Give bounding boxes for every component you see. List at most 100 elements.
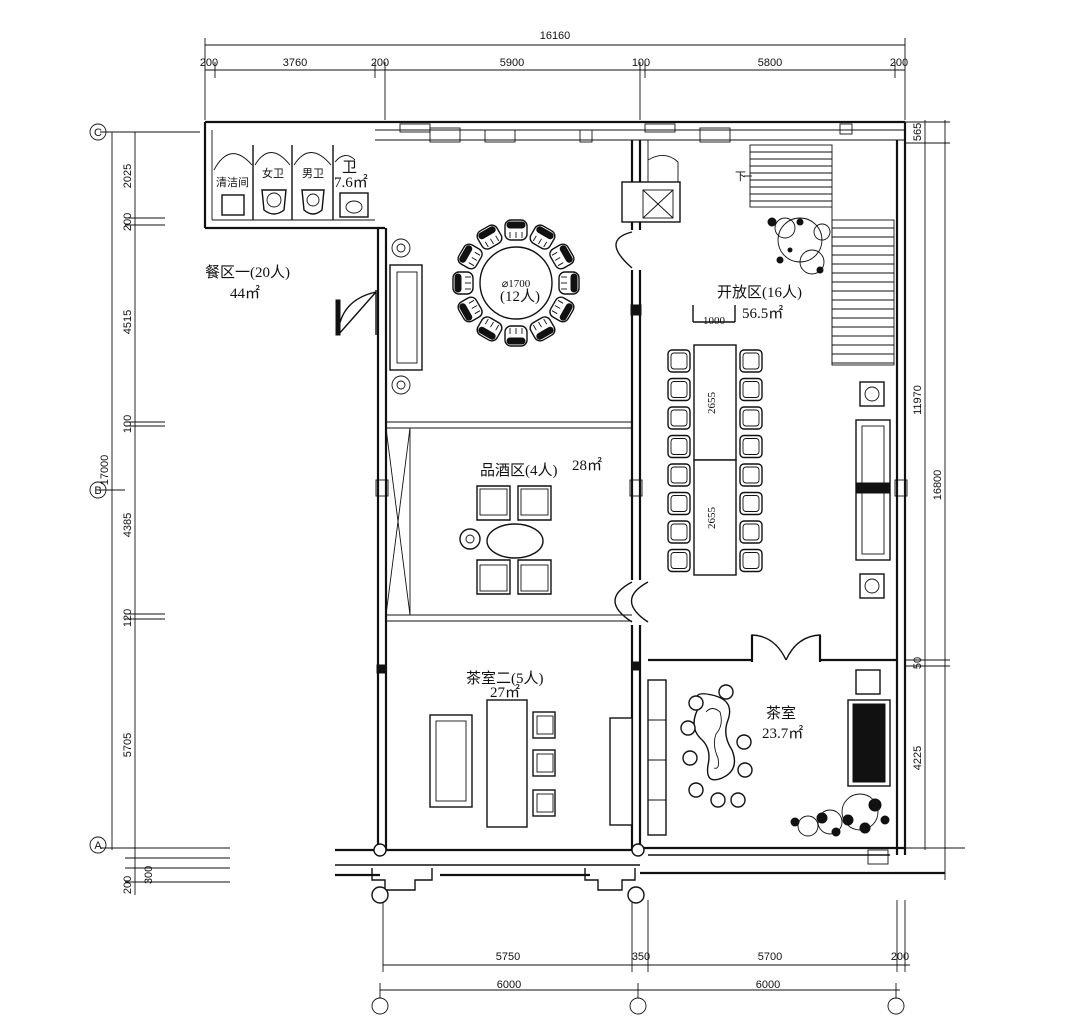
dim-right-overall: 16800 <box>932 470 944 501</box>
dim-bottom-seg-1: 5750 <box>496 951 520 963</box>
wine-chair-4 <box>517 559 552 595</box>
dim-top-seg-1: 200 <box>200 57 218 69</box>
axis-label-b: B <box>94 485 101 497</box>
wine-area-size: 28㎡ <box>572 457 602 474</box>
table-length-1: 2655 <box>706 392 718 415</box>
dim-left-overall: 17000 <box>99 455 111 486</box>
round-table-chair <box>504 325 528 347</box>
dim-bottom-seg-2: 350 <box>632 951 650 963</box>
tea-rock-table <box>693 693 736 781</box>
round-table-chair <box>558 271 580 295</box>
dim-top-seg-5: 100 <box>632 57 650 69</box>
dim-left-seg-6: 120 <box>122 609 134 627</box>
dim-bottom-seg-4: 200 <box>891 951 909 963</box>
mop-sink <box>221 194 245 216</box>
long-table-chair <box>667 377 691 402</box>
round-table-chair <box>452 271 474 295</box>
tea2-sofa <box>429 714 473 808</box>
tea-room-two: 茶室二(5人) 27㎡ <box>429 670 633 828</box>
top-windows <box>399 123 853 143</box>
staircase <box>749 144 895 366</box>
label-cleaning-room: 清洁间 <box>216 176 249 189</box>
dining1-name: 餐区一(20人) <box>205 264 290 281</box>
long-table-chair <box>739 349 763 373</box>
dim-bottom-seg-3: 5700 <box>758 951 782 963</box>
tea2-area: 27㎡ <box>490 684 520 701</box>
long-table-chair <box>667 520 691 544</box>
dining1-door <box>337 290 377 336</box>
long-table-chair <box>739 463 763 487</box>
round-table-chair <box>549 243 575 270</box>
wine-chair-1 <box>476 485 511 521</box>
dim-right-seg-2: 11970 <box>912 385 924 415</box>
round-table-chair <box>529 316 556 342</box>
dim-right-seg-3: 50 <box>912 657 924 669</box>
tea-room: 茶室 23.7㎡ <box>647 669 891 837</box>
left-dimensions: C B A 17000 2025 200 4515 100 4385 120 5… <box>89 123 230 895</box>
dim-left-seg-7: 5705 <box>122 733 134 757</box>
right-dimensions: 565 11970 50 4225 16800 <box>905 120 965 880</box>
toilet-female <box>261 189 287 215</box>
round-table-chair <box>476 316 503 342</box>
round-table-diameter: ⌀1700 <box>502 278 531 290</box>
bottom-dimensions: 5750 350 5700 200 6000 6000 <box>371 900 910 1015</box>
dim-right-seg-4: 4225 <box>912 746 924 770</box>
long-table-chair <box>667 463 691 487</box>
axis-bubble-3 <box>887 997 905 1015</box>
round-table-chair <box>504 219 528 241</box>
long-table-chair <box>739 434 763 459</box>
label-wc-area: 7.6㎡ <box>334 174 368 191</box>
open-area-door-top <box>615 231 633 269</box>
dim-top-seg-4: 5900 <box>500 57 524 69</box>
long-table-chair <box>667 406 691 430</box>
dim-left-seg-4: 100 <box>122 415 134 433</box>
long-table-chair <box>739 520 763 544</box>
long-table-2 <box>693 459 737 576</box>
open-area-door-bottom <box>614 581 633 623</box>
label-wc: 卫 <box>342 160 357 176</box>
dim-top-overall: 16160 <box>540 30 571 42</box>
dim-left-seg-3: 4515 <box>122 310 134 334</box>
entrance-details <box>371 843 889 904</box>
dining1-area: 44㎡ <box>230 285 260 302</box>
open-area: 下 开放区(16人) 56.5㎡ 1000 2655 2655 <box>614 140 895 661</box>
long-table-chair <box>667 491 691 516</box>
side-lamp-bottom <box>391 375 411 395</box>
tea2-cabinet <box>609 717 633 826</box>
tea2-chairs <box>532 711 556 817</box>
tea-side-cabinet <box>855 669 881 695</box>
round-table-chairs <box>452 219 580 347</box>
wine-chair-3 <box>476 559 511 595</box>
dim-left-seg-2: 200 <box>122 213 134 231</box>
side-lamp-top <box>391 238 411 258</box>
round-table-capacity: (12人) <box>500 288 540 305</box>
axis-bubble-a <box>89 836 107 854</box>
walls <box>203 120 945 877</box>
side-table-bottom <box>859 573 885 599</box>
dim-top-seg-2: 3760 <box>283 57 307 69</box>
round-table-chair <box>457 243 483 270</box>
long-table-chair <box>739 491 763 516</box>
dining-area-one: 餐区一(20人) 44㎡ ⌀1700 (12人) <box>205 219 580 395</box>
long-table-chairs <box>667 349 763 573</box>
dim-top-seg-3: 200 <box>371 57 389 69</box>
wine-table <box>486 523 544 559</box>
round-table-chair <box>476 224 503 250</box>
dim-left-seg-8: 200 <box>122 876 134 894</box>
tea-stools <box>680 684 753 808</box>
axis-bubble-b <box>89 481 107 499</box>
tea-room-area: 23.7㎡ <box>762 725 803 742</box>
dim-left-seg-5: 4385 <box>122 513 134 537</box>
dim-left-seg-9: 300 <box>143 866 155 884</box>
long-table-chair <box>739 377 763 402</box>
tea2-table <box>486 699 528 828</box>
long-table-chair <box>739 406 763 430</box>
long-table-chair <box>667 548 691 573</box>
label-female-wc: 女卫 <box>262 166 284 180</box>
round-table <box>479 246 553 320</box>
wine-area-name: 品酒区(4人) <box>480 462 558 479</box>
dim-right-seg-1: 565 <box>912 123 924 141</box>
axis-label-a: A <box>94 840 102 852</box>
dim-top-seg-7: 200 <box>890 57 908 69</box>
